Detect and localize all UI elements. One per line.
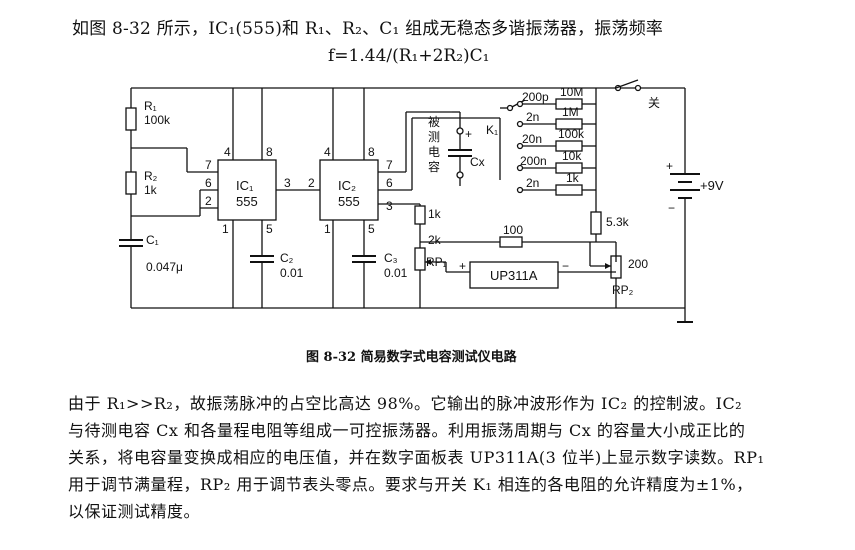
meter-label: UP311A [490, 268, 538, 283]
r1-value: 100k [144, 113, 171, 127]
c3-label: C₃ [384, 251, 398, 265]
ic2-pin7: 7 [386, 158, 393, 172]
ic1-pin4: 4 [224, 145, 231, 159]
c2-label: C₂ [280, 251, 294, 265]
c2-value: 0.01 [280, 266, 304, 280]
body-line-3: 关系，将电容量变换成相应的电压值，并在数字面板表 UP311A(3 位半)上显示… [68, 448, 765, 467]
body-line-4: 用于调节满量程，RP₂ 用于调节表头零点。要求与开关 K₁ 相连的各电阻的允许精… [68, 475, 753, 494]
r-2k-label: 2k [428, 233, 442, 247]
range-res-2: 1M [562, 105, 579, 119]
ic2-pin6: 6 [386, 176, 393, 190]
body-line-1: 由于 R₁>>R₂，故振荡脉冲的占空比高达 98%。它输出的脉冲波形作为 IC₂… [68, 394, 743, 413]
r-5.3k-resistor [590, 211, 602, 235]
ic2-pin2: 2 [308, 176, 315, 190]
ic1-pin2: 2 [205, 194, 212, 208]
r-100-label: 100 [503, 223, 523, 237]
range-cap-3: 20n [522, 132, 542, 146]
power-switch-label: 关 [648, 96, 660, 110]
r2-label: R₂ [144, 169, 158, 183]
r1-label: R₁ [144, 99, 157, 113]
cx-plus: + [465, 127, 472, 141]
rp1-label: RP₁ [426, 255, 447, 269]
switch-k1-label: K₁ [486, 123, 498, 137]
ic2-pin1: 1 [324, 222, 331, 236]
cx-label: Cx [470, 155, 485, 169]
range-res-4: 10k [562, 149, 582, 163]
range-contacts [516, 100, 524, 194]
ic1-pin7: 7 [205, 158, 212, 172]
c3-value: 0.01 [384, 266, 408, 280]
r-100-resistor [499, 236, 523, 248]
body-line-5: 以保证测试精度。 [68, 502, 201, 521]
range-resistor-1k [555, 184, 583, 196]
r-5.3k-label: 5.3k [606, 215, 630, 229]
circuit-diagram: R₁ 100k R₂ 1k C₁ 0.047μ IC₁ 555 4 8 7 6 … [119, 79, 724, 323]
ic1-pin5: 5 [266, 222, 273, 236]
ic2-pin3: 3 [386, 199, 393, 213]
range-res-1: 10M [560, 85, 583, 99]
cx-note-4: 容 [428, 159, 440, 174]
body-line-2: 与待测电容 Cx 和各量程电阻等组成一可控振荡器。利用振荡周期与 Cx 的容量大… [68, 421, 746, 440]
ic1-model: 555 [236, 194, 258, 209]
battery-voltage: +9V [700, 178, 724, 193]
ic2-model: 555 [338, 194, 360, 209]
ic1-pin3: 3 [284, 176, 291, 190]
ic1-pin6: 6 [205, 176, 212, 190]
ic2-pin4: 4 [324, 145, 331, 159]
ic1-pin8: 8 [266, 145, 273, 159]
rp1-resistor [414, 247, 426, 271]
ic1-pin1: 1 [222, 222, 229, 236]
frequency-formula: f=1.44/(R₁+2R₂)C₁ [328, 46, 490, 66]
range-res-5: 1k [566, 171, 580, 185]
c1-value: 0.047μ [146, 260, 183, 274]
battery-minus: − [668, 201, 675, 215]
meter-plus: + [459, 259, 466, 273]
cx-note-1: 被 [428, 115, 440, 129]
range-cap-5: 2n [526, 176, 539, 190]
cx-note-2: 测 [428, 130, 440, 144]
range-cap-1: 200p [522, 90, 549, 104]
c1-label: C₁ [146, 233, 159, 247]
rp2-value: 200 [628, 257, 648, 271]
meter-minus: − [562, 259, 569, 273]
battery-plus: + [666, 159, 673, 173]
range-cap-4: 200n [520, 154, 547, 168]
intro-paragraph: 如图 8-32 所示，IC₁(555)和 R₁、R₂、C₁ 组成无稳态多谐振荡器… [72, 19, 664, 39]
r2-resistor [125, 171, 137, 195]
ic2-pin5: 5 [368, 222, 375, 236]
r1-resistor [125, 107, 137, 131]
ic1-label: IC₁ [236, 178, 254, 193]
rp2-label: RP₂ [612, 283, 634, 297]
meter-up311a [469, 261, 559, 289]
r-1k-label: 1k [428, 207, 442, 221]
r-1k-resistor [414, 205, 426, 225]
figure-caption: 图 8-32 简易数字式电容测试仪电路 [306, 350, 517, 365]
range-res-3: 100k [558, 127, 585, 141]
ic2-pin8: 8 [368, 145, 375, 159]
range-cap-2: 2n [526, 110, 539, 124]
ic2-label: IC₂ [338, 178, 356, 193]
r2-value: 1k [144, 183, 158, 197]
cx-note-3: 电 [428, 145, 440, 159]
